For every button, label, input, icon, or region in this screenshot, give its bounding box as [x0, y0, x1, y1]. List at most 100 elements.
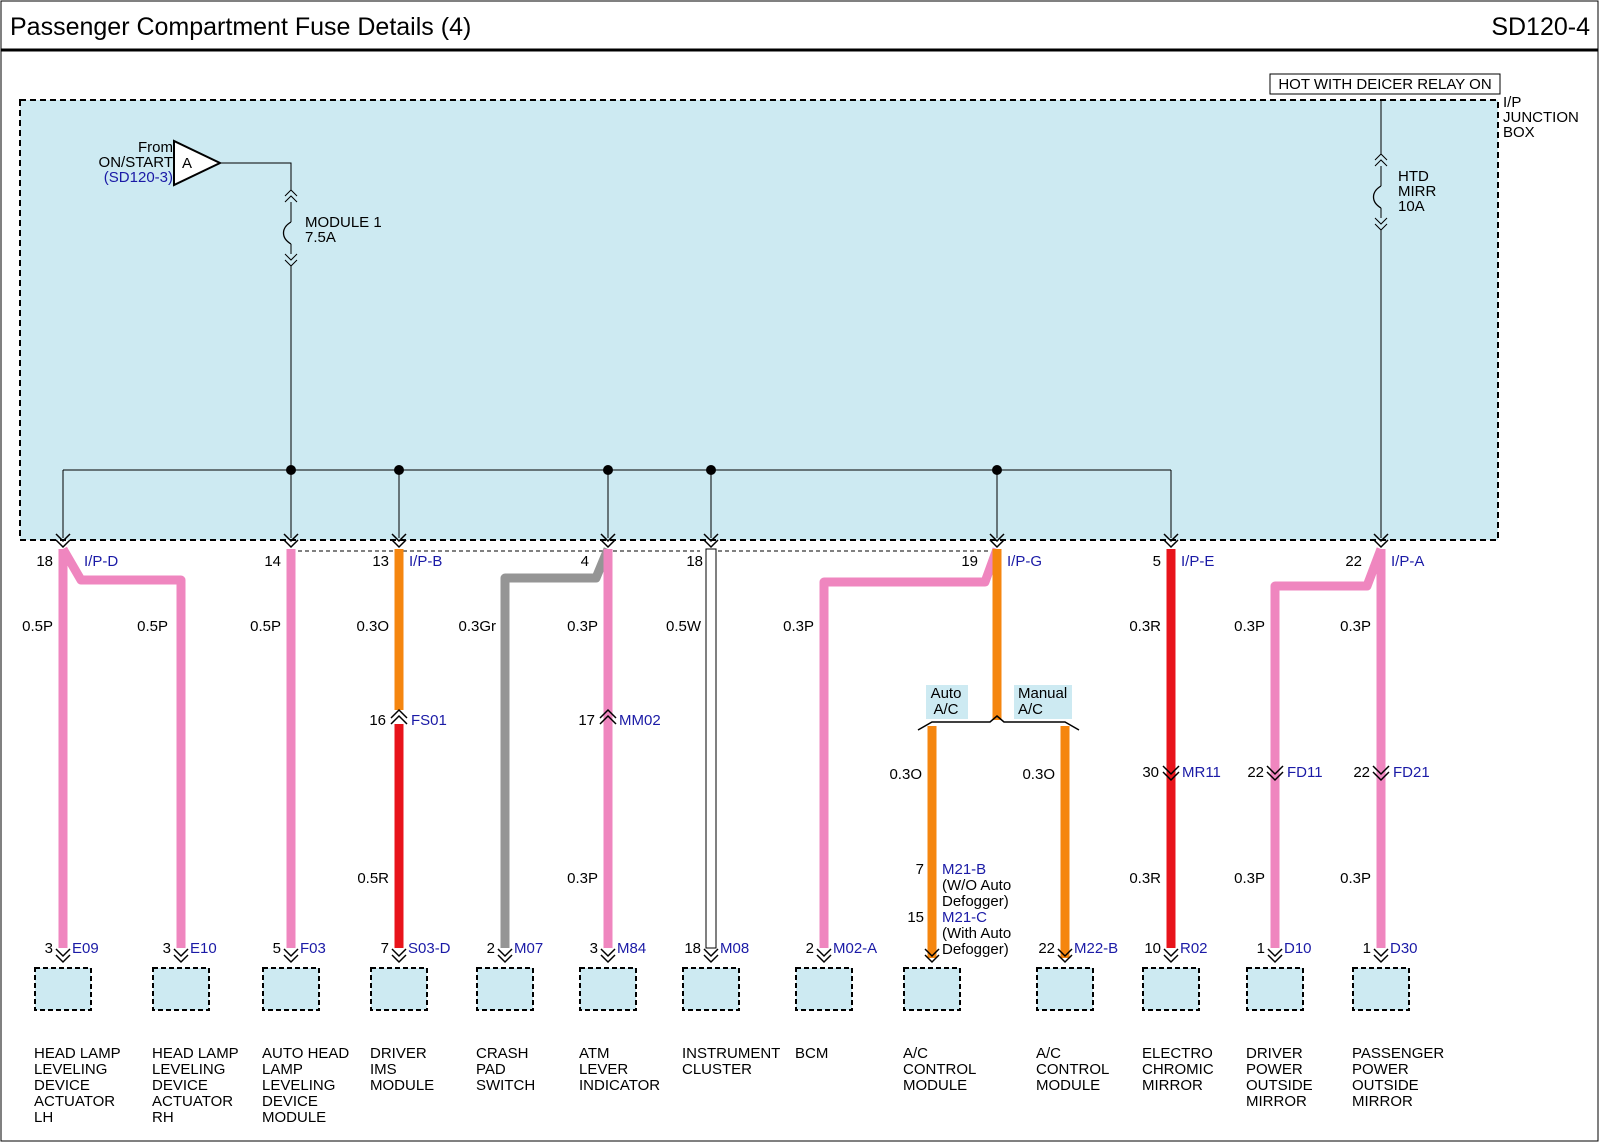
- component-pin: 3: [163, 940, 171, 957]
- component-pin: 2: [487, 940, 495, 957]
- component-name-line: ELECTRO: [1142, 1045, 1213, 1062]
- component-name-line: OUTSIDE: [1246, 1077, 1313, 1094]
- source-connector: A From ON/START (SD120-3): [99, 139, 223, 187]
- component-box: [682, 967, 740, 1011]
- gauge-crash: 0.3Gr: [458, 618, 496, 635]
- fuse-htd-name-1: HTD: [1398, 168, 1429, 185]
- inline-fs01: FS01: [411, 712, 447, 729]
- manual-ac-label-1: Manual: [1018, 685, 1067, 702]
- component-connector: S03-D: [408, 940, 451, 957]
- component-connector-mark: [924, 948, 940, 964]
- wire-bcm: [819, 547, 1002, 948]
- component-connector: M08: [720, 940, 749, 957]
- junction-box-label-3: BOX: [1503, 124, 1535, 141]
- component-pin: 22: [1038, 940, 1055, 957]
- fuse-htd-name-2: MIRR: [1398, 183, 1436, 200]
- fuse-htd-rating: 10A: [1398, 198, 1425, 215]
- page-title: Passenger Compartment Fuse Details (4): [10, 13, 471, 41]
- auto-ac-tag: [926, 685, 968, 719]
- gauge-driver-bottom: 0.3P: [1234, 870, 1265, 887]
- top-pin-3: 13: [372, 553, 389, 570]
- ac-note-1b: Defogger): [942, 893, 1009, 910]
- component-pin: 1: [1257, 940, 1265, 957]
- wire-cluster: [705, 548, 717, 949]
- component-connector-mark: [703, 948, 719, 964]
- component-connector-mark: [497, 948, 513, 964]
- component-connector-mark: [600, 948, 616, 964]
- auto-ac-label-1: Auto: [931, 685, 962, 702]
- component-box: [370, 967, 428, 1011]
- component-box: [1246, 967, 1304, 1011]
- hot-label-box: [1269, 73, 1501, 95]
- component-name-line: AUTO HEAD: [262, 1045, 349, 1062]
- page-code: SD120-4: [1491, 13, 1590, 41]
- component-name-line: ACTUATOR: [34, 1093, 115, 1110]
- top-pin-7: 5: [1153, 553, 1161, 570]
- component-name-line: LEVER: [579, 1061, 628, 1078]
- fuse-module-1-rating: 7.5A: [305, 229, 336, 246]
- component-box: [795, 967, 853, 1011]
- component-connector-mark: [173, 948, 189, 964]
- gauge-atm-top: 0.3P: [567, 618, 598, 635]
- gauge-ecm-bottom: 0.3R: [1129, 870, 1161, 887]
- component-connector-mark: [283, 948, 299, 964]
- component-connector: M84: [617, 940, 646, 957]
- fuse-htd-mirr: HTD MIRR 10A: [1372, 153, 1436, 231]
- ac-connector-note: 7 M21-B (W/O Auto Defogger) 15 M21-C (Wi…: [907, 861, 1011, 958]
- component-name-line: PASSENGER: [1352, 1045, 1444, 1062]
- component-name-line: CONTROL: [1036, 1061, 1109, 1078]
- component-connector: M02-A: [833, 940, 877, 957]
- component-name-line: DRIVER: [1246, 1045, 1303, 1062]
- inline-mr11: MR11: [1182, 764, 1221, 781]
- component-name-line: A/C: [903, 1045, 928, 1062]
- gauge-atm-bottom: 0.3P: [567, 870, 598, 887]
- gauge-f03: 0.5P: [250, 618, 281, 635]
- gauge-driver-top: 0.3P: [1234, 618, 1265, 635]
- component-name-line: INDICATOR: [579, 1077, 660, 1094]
- component-name-line: OUTSIDE: [1352, 1077, 1419, 1094]
- top-pin-1: 18: [36, 553, 53, 570]
- component-name-line: A/C: [1036, 1045, 1061, 1062]
- top-conn-3: I/P-B: [409, 553, 442, 570]
- component-box: [152, 967, 210, 1011]
- component-connector: R02: [1180, 940, 1208, 957]
- component-name-line: DRIVER: [370, 1045, 427, 1062]
- component-connector: F03: [300, 940, 326, 957]
- top-conn-1: I/P-D: [84, 553, 118, 570]
- wire-driver: [1270, 547, 1386, 948]
- junction-box-label-2: JUNCTION: [1503, 109, 1579, 126]
- ac-note-2b: Defogger): [942, 941, 1009, 958]
- component-connector: M07: [514, 940, 543, 957]
- top-pin-4: 4: [581, 553, 589, 570]
- component-pin: 1: [1363, 940, 1371, 957]
- component-name-line: HEAD LAMP: [34, 1045, 121, 1062]
- component-connector: D10: [1284, 940, 1312, 957]
- junction-box-label-1: I/P: [1503, 94, 1521, 111]
- component-pin: 7: [381, 940, 389, 957]
- inline-mr11-pin: 30: [1142, 764, 1159, 781]
- component-connector-mark: [1163, 948, 1179, 964]
- component-pin: 5: [273, 940, 281, 957]
- auto-ac-label-2: A/C: [933, 701, 958, 718]
- inline-mm02: MM02: [619, 712, 661, 729]
- ac-note-2a: (With Auto: [942, 925, 1011, 942]
- top-conn-6: I/P-G: [1007, 553, 1042, 570]
- component-name-line: DEVICE: [262, 1093, 318, 1110]
- gauge-pass-bottom: 0.3P: [1340, 870, 1371, 887]
- inline-fd11: FD11: [1287, 764, 1323, 781]
- component-connector-mark: [1057, 948, 1073, 964]
- component-pin: 3: [45, 940, 53, 957]
- fuse-module-1-name: MODULE 1: [305, 214, 382, 231]
- gauge-ims-top: 0.3O: [356, 618, 389, 635]
- top-pin-6: 19: [961, 553, 978, 570]
- component-connector-mark: [55, 948, 71, 964]
- component-name-line: PAD: [476, 1061, 506, 1078]
- component-name-line: IMS: [370, 1061, 397, 1078]
- top-pin-5: 18: [686, 553, 703, 570]
- junction-box: [19, 99, 1499, 541]
